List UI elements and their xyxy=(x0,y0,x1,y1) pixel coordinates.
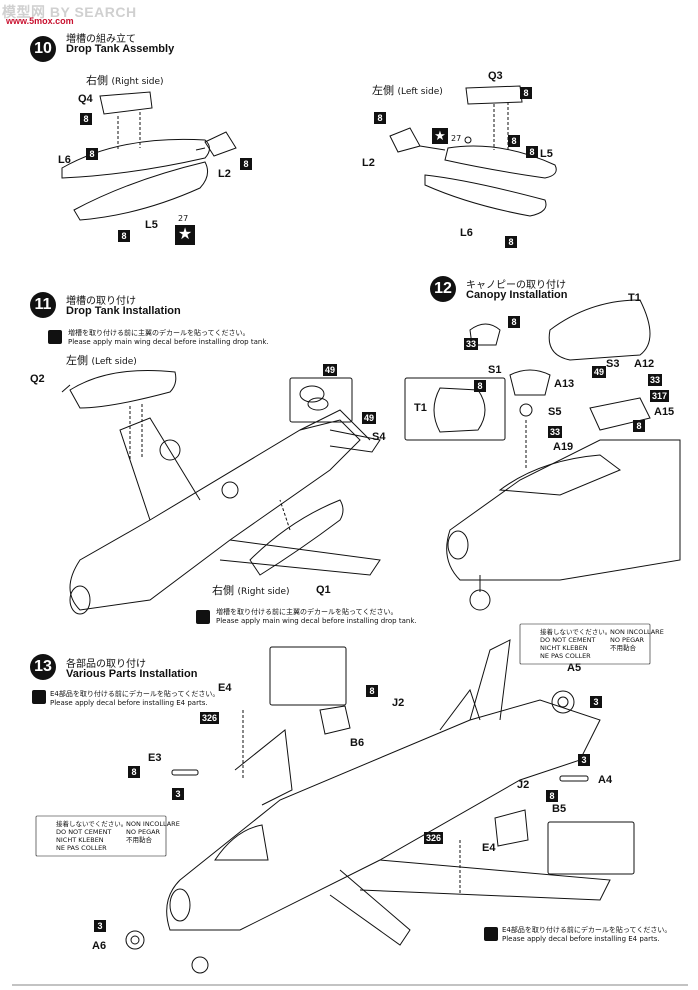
step-10-number: 10 xyxy=(30,36,56,62)
drop-tank-note-jp: 増槽を取り付ける前に主翼のデカールを貼ってください。 xyxy=(68,329,250,337)
step-11-number: 11 xyxy=(30,292,56,318)
code-326: 326 xyxy=(424,832,444,844)
decal-warning-icon xyxy=(196,610,210,624)
code-8: 8 xyxy=(80,113,92,125)
decal-star-icon: ★ xyxy=(432,128,448,144)
step-10-left-side-label: 左側 (Left side) xyxy=(372,84,443,97)
part-l5-label: L5 xyxy=(540,148,553,160)
step-11-title-jp: 増槽の取り付け xyxy=(66,296,136,307)
code-8: 8 xyxy=(508,316,520,328)
drop-tank-note-en: Please apply main wing decal before inst… xyxy=(68,338,269,346)
code-8: 8 xyxy=(128,766,140,778)
code-8: 8 xyxy=(508,135,520,147)
watermark-text: 模型网 BY SEARCH xyxy=(2,4,137,20)
step-13-title-jp: 各部品の取り付け xyxy=(66,659,146,670)
part-s5-label: S5 xyxy=(548,406,562,418)
code-8: 8 xyxy=(546,790,558,802)
decal-27-number: 27 xyxy=(178,214,189,223)
code-8: 8 xyxy=(526,146,538,158)
e4-note-en: Please apply decal before installing E4 … xyxy=(50,699,208,707)
part-b5-label: B5 xyxy=(552,803,567,815)
step-13-title-en: Various Parts Installation xyxy=(66,668,198,680)
code-49: 49 xyxy=(323,364,338,376)
drop-tank-note-en: Please apply main wing decal before inst… xyxy=(216,617,417,625)
code-8: 8 xyxy=(505,236,517,248)
part-q3-label: Q3 xyxy=(488,70,503,82)
part-a4-label: A4 xyxy=(598,774,613,786)
step-10-title-en: Drop Tank Assembly xyxy=(66,43,175,55)
part-t1-label: T1 xyxy=(628,292,641,304)
part-l5-label: L5 xyxy=(145,219,158,231)
part-a6-label: A6 xyxy=(92,940,107,952)
code-33: 33 xyxy=(648,374,663,386)
part-e3-label: E3 xyxy=(148,752,162,764)
code-33: 33 xyxy=(548,426,563,438)
code-33: 33 xyxy=(464,338,479,350)
step-12-number: 12 xyxy=(430,276,456,302)
part-s4-label: S4 xyxy=(372,431,386,443)
part-e4-label: E4 xyxy=(218,682,232,694)
step-13-number: 13 xyxy=(30,654,56,680)
code-8: 8 xyxy=(118,230,130,242)
step-12-title-jp: キャノピーの取り付け xyxy=(466,280,566,291)
part-q2-label: Q2 xyxy=(30,373,45,385)
code-8: 8 xyxy=(86,148,98,160)
part-l6-label: L6 xyxy=(460,227,473,239)
decal-warning-icon xyxy=(484,927,498,941)
step-12-title-en: Canopy Installation xyxy=(466,289,568,301)
part-j2-label: J2 xyxy=(517,779,530,791)
step-11-title-en: Drop Tank Installation xyxy=(66,305,181,317)
e4-note-en: Please apply decal before installing E4 … xyxy=(502,935,660,943)
step-10-right-side-label: 右側 (Right side) xyxy=(86,74,164,87)
part-a19-label: A19 xyxy=(553,441,574,453)
decal-27-number: 27 xyxy=(451,134,462,143)
part-b6-label: B6 xyxy=(350,737,365,749)
step-11-right-side-label: 右側 (Right side) xyxy=(212,584,290,597)
code-8: 8 xyxy=(374,112,386,124)
drop-tank-note-jp: 増槽を取り付ける前に主翼のデカールを貼ってください。 xyxy=(216,608,398,616)
decal-warning-icon xyxy=(32,690,46,704)
step-10-title-jp: 増槽の組み立て xyxy=(66,34,136,45)
part-s3-label: S3 xyxy=(606,358,620,370)
part-j2-label: J2 xyxy=(392,697,405,709)
code-8: 8 xyxy=(633,420,645,432)
code-8: 8 xyxy=(240,158,252,170)
part-l2-label: L2 xyxy=(362,157,375,169)
code-8: 8 xyxy=(474,380,486,392)
part-s1-label: S1 xyxy=(488,364,502,376)
part-e4-label: E4 xyxy=(482,842,496,854)
e4-note-jp: E4部品を取り付ける前にデカールを貼ってください。 xyxy=(502,926,672,934)
decal-star-icon: ★ xyxy=(175,225,195,245)
code-3: 3 xyxy=(172,788,184,800)
code-3: 3 xyxy=(578,754,590,766)
code-326: 326 xyxy=(200,712,220,724)
part-l6-label: L6 xyxy=(58,154,71,166)
code-3: 3 xyxy=(94,920,106,932)
part-a12-label: A12 xyxy=(634,358,655,370)
part-a5-label: A5 xyxy=(567,662,582,674)
part-t1-label: T1 xyxy=(414,402,427,414)
code-49: 49 xyxy=(362,412,377,424)
code-8: 8 xyxy=(520,87,532,99)
part-q1-label: Q1 xyxy=(316,584,331,596)
watermark-url: www.5mox.com xyxy=(6,16,74,26)
step-11-left-side-label: 左側 (Left side) xyxy=(66,354,137,367)
decal-warning-icon xyxy=(48,330,62,344)
e4-note-jp: E4部品を取り付ける前にデカールを貼ってください。 xyxy=(50,690,220,698)
code-317: 317 xyxy=(650,390,670,402)
part-a13-label: A13 xyxy=(554,378,575,390)
part-l2-label: L2 xyxy=(218,168,231,180)
code-49: 49 xyxy=(592,366,607,378)
part-a15-label: A15 xyxy=(654,406,675,418)
code-8: 8 xyxy=(366,685,378,697)
code-3: 3 xyxy=(590,696,602,708)
part-q4-label: Q4 xyxy=(78,93,93,105)
